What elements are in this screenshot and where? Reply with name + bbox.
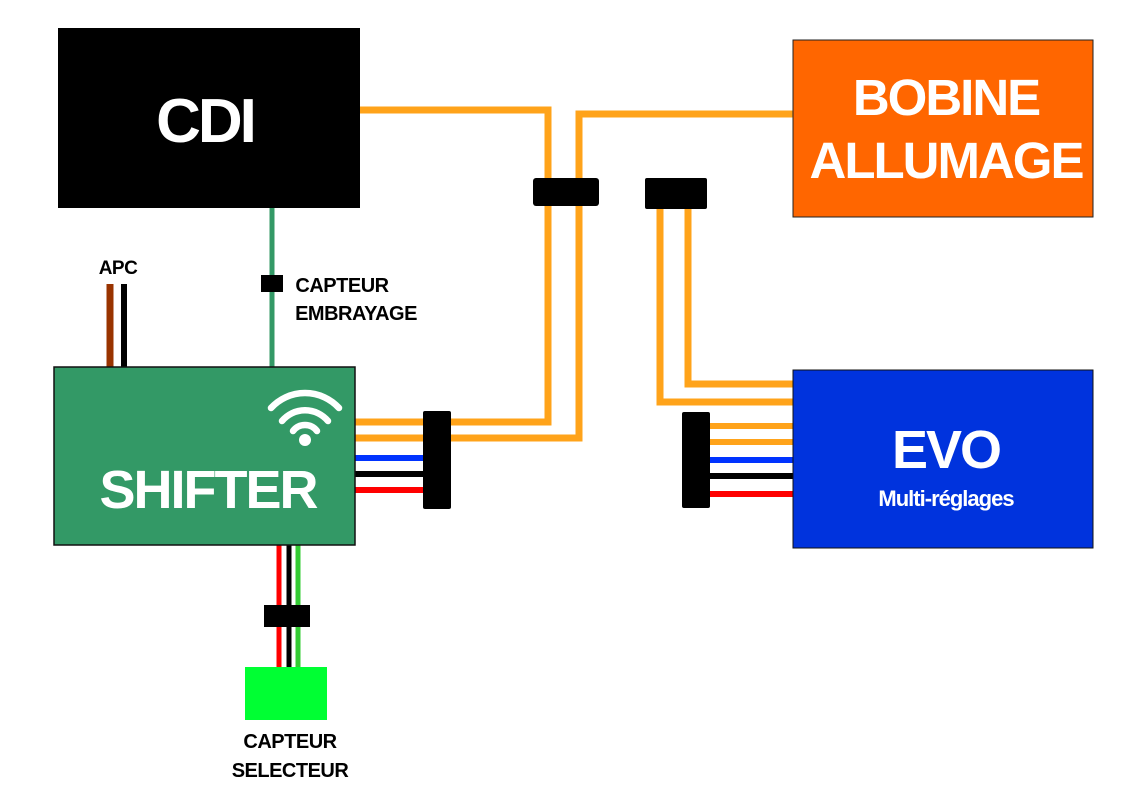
bobine-cdi-connector [533,178,599,206]
bobine-label-line2: ALLUMAGE [810,132,1084,189]
cdi-label: CDI [156,87,254,156]
evo-label: EVO [892,420,1000,480]
wire-evo-orange-outer [656,208,794,406]
capteur-selecteur-block [245,667,327,720]
capteur-embrayage-label-1: CAPTEUR [295,275,389,297]
evo-harness-connector [682,412,710,508]
capteur-selecteur-label-2: SELECTEUR [232,760,350,782]
capteur-embrayage-connector [261,275,283,292]
capteur-selecteur-connector [264,605,310,627]
shifter-block: SHIFTER [53,366,356,546]
shifter-harness-wires [355,455,430,493]
capteur-selecteur-label-1: CAPTEUR [243,731,337,753]
cdi-block: CDI [58,28,360,208]
wire-evo-orange-inner [684,208,794,388]
evo-bobine-connector [645,178,707,209]
capteur-embrayage-label-2: EMBRAYAGE [295,303,417,325]
apc-label: APC [99,258,138,279]
shifter-harness-connector [423,411,451,509]
evo-sublabel: Multi-réglages [878,486,1014,511]
bobine-label-line1: BOBINE [853,69,1040,126]
wire-cdi-to-shifter-orange [355,106,552,426]
bobine-allumage-block: BOBINE ALLUMAGE [792,39,1094,218]
shifter-label: SHIFTER [99,460,317,520]
evo-block: EVO Multi-réglages [792,369,1094,549]
wire-bobine-to-shifter-orange [355,110,794,442]
wifi-icon [267,389,343,446]
